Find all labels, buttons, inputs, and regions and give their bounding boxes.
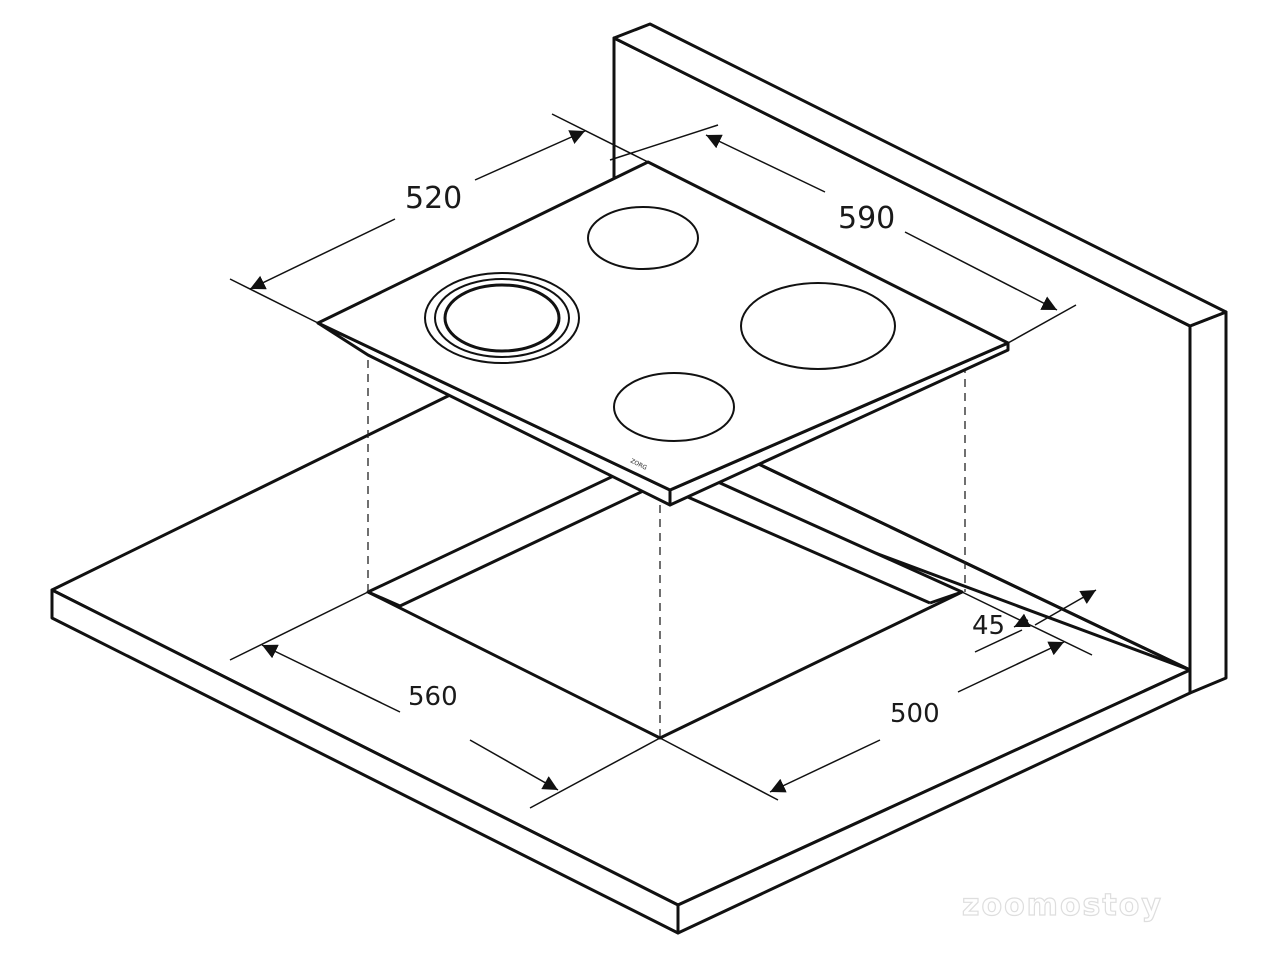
dimension-line [469, 739, 559, 791]
dimension-line [1034, 589, 1097, 626]
label-520: 520 [405, 181, 462, 216]
label-590: 590 [838, 201, 895, 236]
back-wall-top-face [612, 22, 1228, 328]
label-500: 500 [890, 699, 940, 729]
label-560: 560 [408, 682, 458, 712]
extension-line [229, 591, 369, 661]
extension-line [529, 737, 661, 809]
extension-line [229, 278, 319, 324]
dimension-line [261, 644, 401, 713]
dimension-line [705, 134, 826, 193]
watermark: zoomostoy [962, 888, 1163, 923]
dimension-line [474, 130, 586, 181]
dimension-line [974, 629, 1023, 653]
label-45: 45 [972, 611, 1005, 641]
extension-line [609, 124, 719, 161]
cutout-inner-right [929, 590, 963, 605]
dimension-line [904, 231, 1058, 311]
dimension-line [249, 218, 396, 290]
dimension-560: 560 [229, 591, 661, 809]
cutout-inner-edge [367, 482, 931, 608]
dimension-line [769, 739, 881, 793]
extension-line [659, 737, 779, 801]
dimension-45: 45 [972, 589, 1097, 653]
dimension-520: 520 [229, 113, 649, 324]
projection-lines [367, 360, 966, 738]
dimension-590: 590 [609, 124, 1077, 344]
burner-front [613, 372, 735, 442]
burner-rear [587, 206, 699, 270]
dimension-arrow [1013, 613, 1031, 628]
dimension-500: 500 [659, 591, 1093, 801]
back-wall-side-face [1188, 310, 1228, 695]
extension-line [1007, 304, 1077, 344]
dimension-line [957, 641, 1065, 693]
burner-right [740, 282, 896, 370]
burner-left-dual [424, 272, 580, 364]
extension-line [551, 113, 649, 163]
